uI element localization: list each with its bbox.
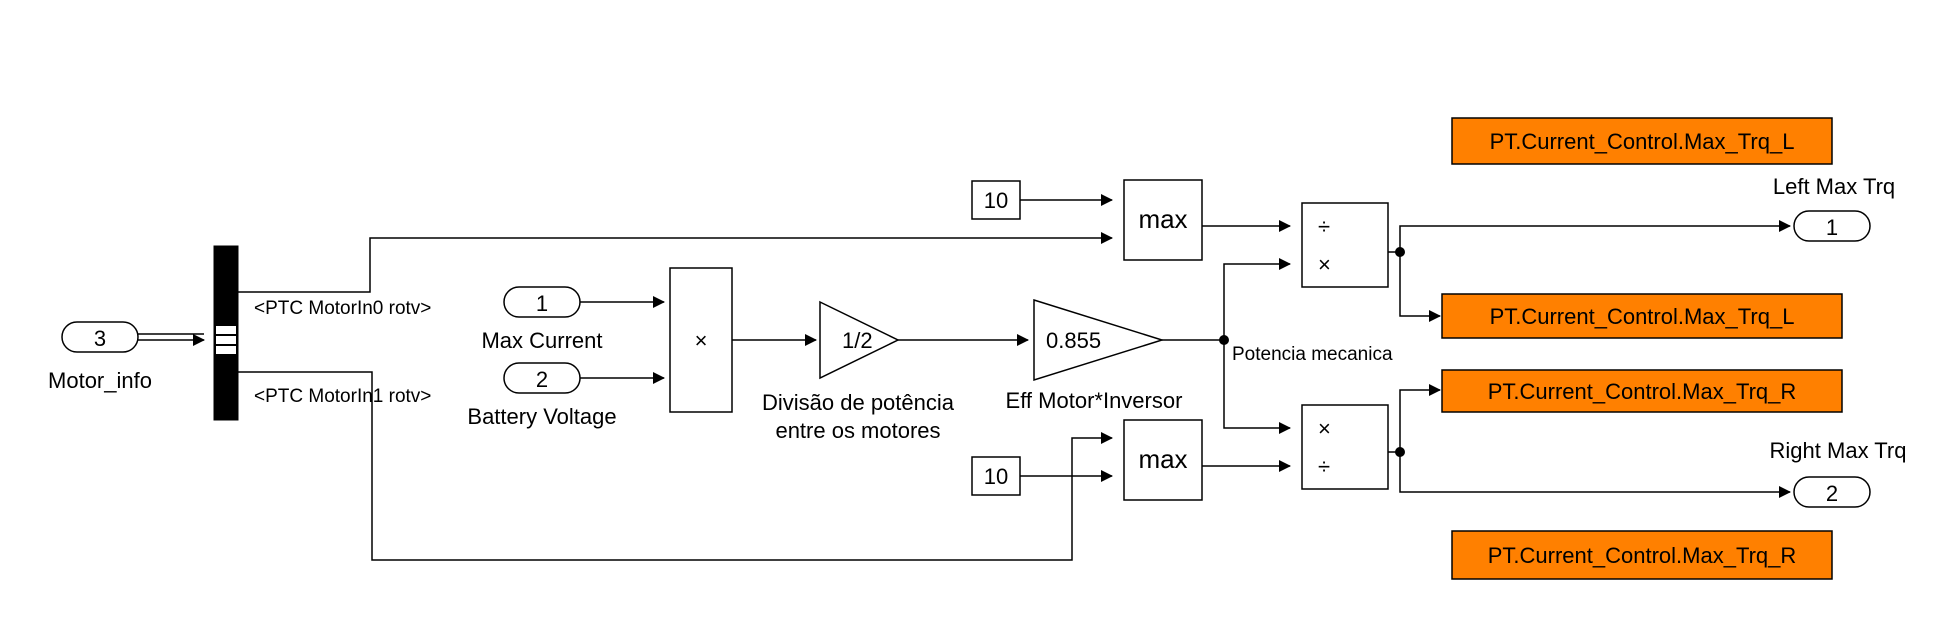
svg-text:10: 10 bbox=[984, 464, 1008, 489]
inport-1-label: Max Current bbox=[481, 328, 602, 353]
outport-2[interactable]: 2 bbox=[1793, 476, 1871, 508]
svg-text:10: 10 bbox=[984, 188, 1008, 213]
goto-tag-left-top[interactable]: PT.Current_Control.Max_Trq_L bbox=[1451, 117, 1833, 165]
signal-label-potencia: Potencia mecanica bbox=[1232, 344, 1393, 365]
svg-text:2: 2 bbox=[1826, 481, 1838, 506]
branch-point bbox=[1395, 247, 1405, 257]
svg-text:2: 2 bbox=[536, 367, 548, 392]
svg-text:PT.Current_Control.Max_Trq_R: PT.Current_Control.Max_Trq_R bbox=[1488, 379, 1797, 404]
outport-2-label: Right Max Trq bbox=[1770, 438, 1907, 463]
svg-text:÷: ÷ bbox=[1318, 454, 1330, 479]
svg-text:1: 1 bbox=[1826, 215, 1838, 240]
inport-2[interactable]: 2 bbox=[503, 362, 581, 394]
product-block[interactable]: × bbox=[669, 267, 733, 413]
svg-text:PT.Current_Control.Max_Trq_R: PT.Current_Control.Max_Trq_R bbox=[1488, 543, 1797, 568]
divide-block-top[interactable]: ÷ × bbox=[1301, 202, 1389, 288]
svg-text:PT.Current_Control.Max_Trq_L: PT.Current_Control.Max_Trq_L bbox=[1490, 304, 1795, 329]
branch-point bbox=[1219, 335, 1229, 345]
inport-1[interactable]: 1 bbox=[503, 286, 581, 318]
inport-3-label: Motor_info bbox=[48, 368, 152, 393]
svg-text:×: × bbox=[695, 328, 708, 353]
gain-eff-label: Eff Motor*Inversor bbox=[1006, 388, 1183, 413]
svg-text:max: max bbox=[1138, 204, 1187, 234]
bus-signal-1-label: <PTC MotorIn1 rotv> bbox=[254, 386, 431, 407]
outport-1-label: Left Max Trq bbox=[1773, 174, 1895, 199]
svg-text:0.855: 0.855 bbox=[1046, 328, 1101, 353]
constant-bottom[interactable]: 10 bbox=[971, 456, 1021, 496]
inport-3[interactable]: 3 bbox=[61, 321, 139, 353]
svg-text:3: 3 bbox=[94, 326, 106, 351]
signal-lines bbox=[138, 194, 1791, 561]
goto-tag-right[interactable]: PT.Current_Control.Max_Trq_R bbox=[1441, 369, 1843, 413]
gain-half-label-line2: entre os motores bbox=[775, 418, 940, 443]
svg-text:1: 1 bbox=[536, 291, 548, 316]
gain-half-block[interactable]: 1/2 bbox=[819, 300, 900, 380]
bus-selector[interactable] bbox=[213, 245, 239, 421]
outport-1[interactable]: 1 bbox=[1793, 210, 1871, 242]
svg-text:×: × bbox=[1318, 416, 1331, 441]
bus-signal-0-label: <PTC MotorIn0 rotv> bbox=[254, 298, 431, 319]
svg-text:1/2: 1/2 bbox=[842, 328, 873, 353]
svg-text:PT.Current_Control.Max_Trq_L: PT.Current_Control.Max_Trq_L bbox=[1490, 129, 1795, 154]
max-block-top[interactable]: max bbox=[1123, 179, 1203, 261]
goto-tag-right-bottom[interactable]: PT.Current_Control.Max_Trq_R bbox=[1451, 530, 1833, 580]
gain-eff-block[interactable]: 0.855 bbox=[1033, 298, 1165, 382]
inport-2-label: Battery Voltage bbox=[467, 404, 616, 429]
max-block-bottom[interactable]: max bbox=[1123, 419, 1203, 501]
svg-text:×: × bbox=[1318, 252, 1331, 277]
goto-tag-left[interactable]: PT.Current_Control.Max_Trq_L bbox=[1441, 293, 1843, 339]
svg-text:max: max bbox=[1138, 444, 1187, 474]
constant-top[interactable]: 10 bbox=[971, 180, 1021, 220]
gain-half-label-line1: Divisão de potência bbox=[762, 390, 955, 415]
branch-point bbox=[1395, 447, 1405, 457]
divide-block-bottom[interactable]: × ÷ bbox=[1301, 404, 1389, 490]
svg-text:÷: ÷ bbox=[1318, 214, 1330, 239]
